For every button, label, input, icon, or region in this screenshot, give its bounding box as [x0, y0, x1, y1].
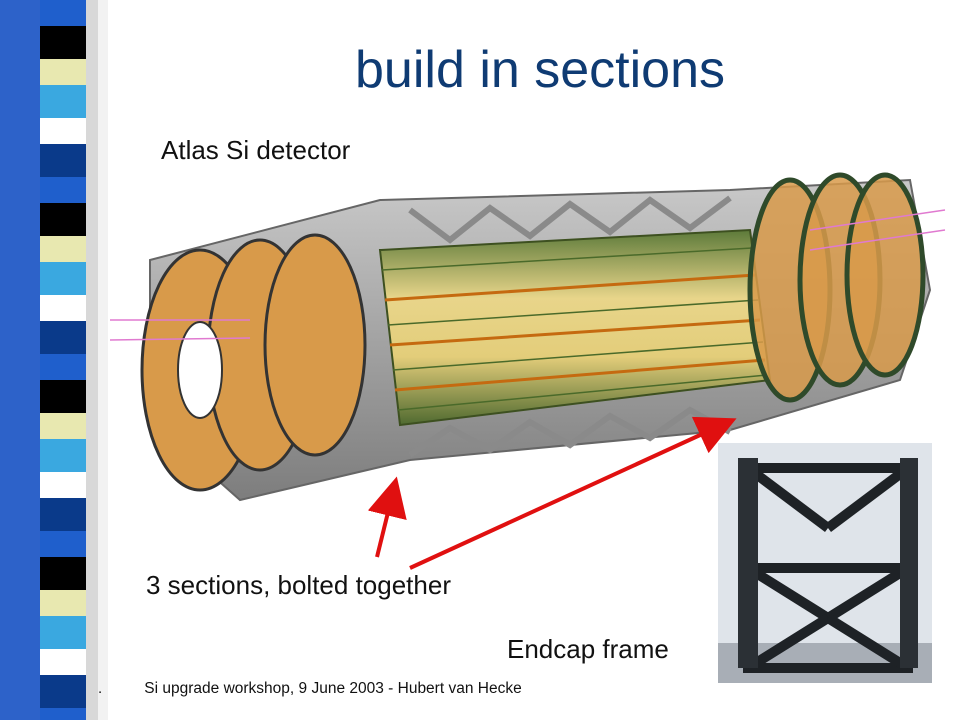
stripe-block	[40, 354, 86, 380]
stripe-block	[40, 26, 86, 59]
stripe-block	[40, 236, 86, 262]
endcap-frame-label: Endcap frame	[507, 634, 669, 664]
footer-dot: .	[98, 680, 103, 697]
slide-title: build in sections	[355, 41, 725, 99]
stripe-block	[40, 675, 86, 708]
stripe-block	[40, 531, 86, 557]
sections-label: 3 sections, bolted together	[146, 570, 451, 600]
stripe-block	[40, 590, 86, 616]
stripe-block	[40, 472, 86, 498]
detector-label: Atlas Si detector	[161, 135, 351, 165]
stripe-block	[40, 498, 86, 531]
endcap-frame-photo	[718, 443, 932, 683]
stripe-block	[40, 321, 86, 354]
stripe-block	[40, 616, 86, 649]
stripe-block	[40, 118, 86, 144]
stripe-block	[40, 177, 86, 203]
atlas-si-detector-illustration	[110, 172, 946, 502]
stripe-block	[40, 262, 86, 295]
stripe-block	[40, 203, 86, 236]
stripe-block	[40, 413, 86, 439]
stripe-block	[40, 380, 86, 413]
stripe-block	[40, 85, 86, 118]
stripe-block	[40, 557, 86, 590]
decorative-side-stripe	[0, 0, 108, 720]
stripe-block	[40, 708, 86, 720]
stripe-block	[40, 439, 86, 472]
stripe-block	[40, 295, 86, 321]
stripe-block	[40, 59, 86, 85]
stripe-block	[40, 144, 86, 177]
stripe-block	[40, 0, 86, 26]
stripe-block	[40, 649, 86, 675]
slide-footer: Si upgrade workshop, 9 June 2003 - Huber…	[144, 680, 522, 697]
